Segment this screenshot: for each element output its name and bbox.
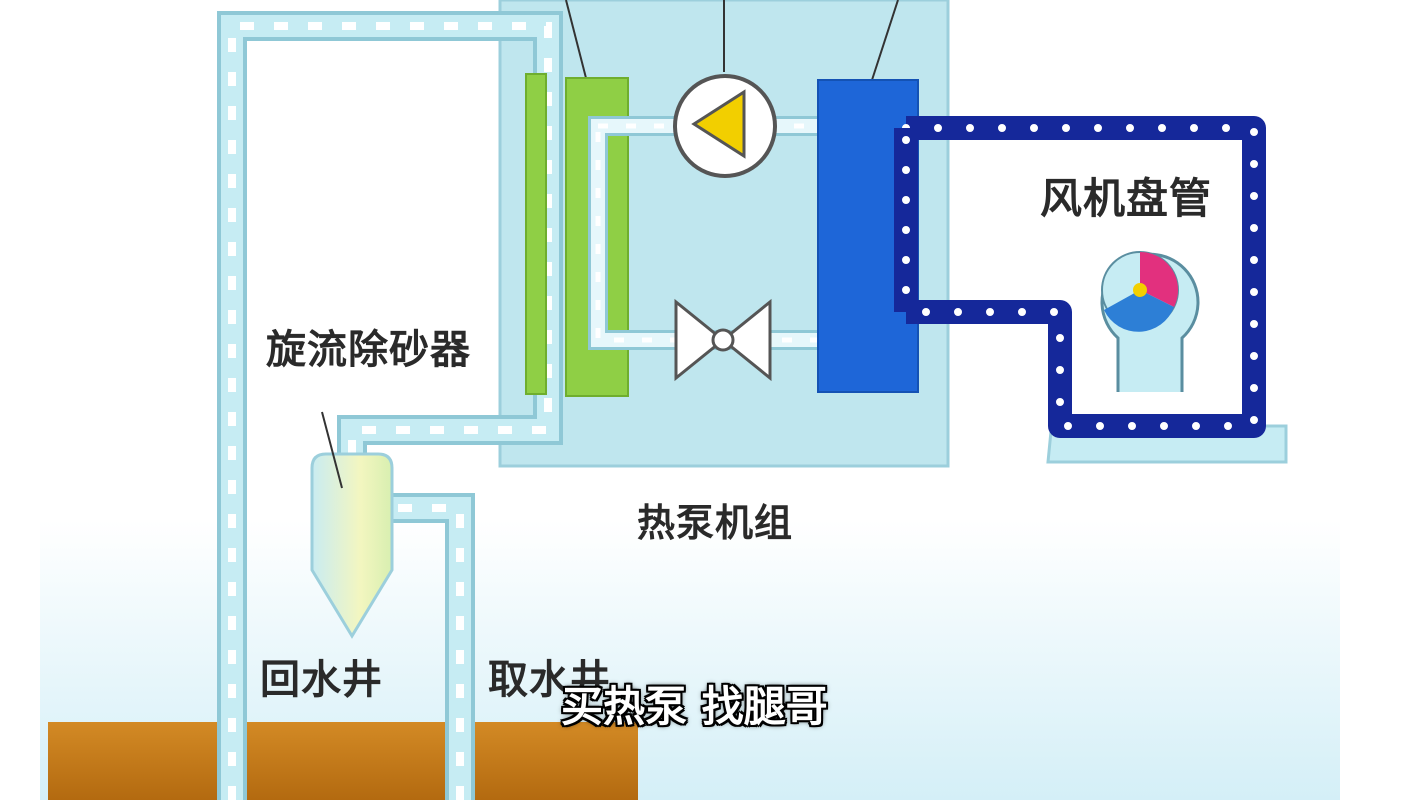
cyclone-separator-icon <box>310 411 394 639</box>
intake-pipe <box>390 493 475 800</box>
fan-coil-loop <box>894 116 1288 464</box>
fan-coil-icon <box>1100 251 1200 392</box>
heat-pump-unit-label: 热泵机组 <box>637 501 794 545</box>
intake-well-label: 取水井 <box>488 657 611 703</box>
top-lead-lines <box>565 0 899 81</box>
return-well-label: 回水井 <box>260 657 383 703</box>
cyclone-sand-remover-label: 旋流除砂器 <box>266 327 471 373</box>
fan-coil-label: 风机盘管 <box>1040 174 1213 223</box>
video-subtitle: 买热泵 找腿哥 <box>561 682 828 731</box>
expansion-valve-icon <box>674 298 772 382</box>
source-water-pipe <box>217 11 563 800</box>
ground <box>48 722 638 800</box>
pump-icon <box>673 74 777 178</box>
